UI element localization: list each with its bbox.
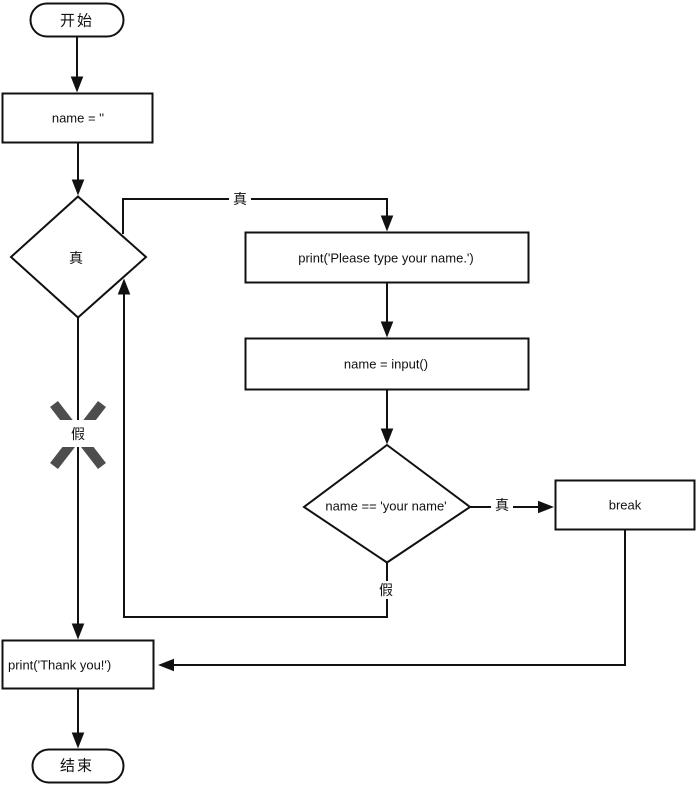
prompt-process-shape — [244, 231, 530, 284]
init-process-shape — [1, 92, 154, 144]
x-mark-label-backing — [57, 420, 99, 447]
end-terminal-label: 结束 — [59, 757, 95, 775]
input-process-label: name = input() — [343, 356, 429, 372]
init-process-label: name = '' — [51, 110, 105, 126]
line-break-x-mark — [50, 399, 106, 470]
arrowhead-cond-thanks — [71, 623, 85, 640]
thanks-process-label: print('Thank you!') — [8, 657, 112, 673]
thanks-process-shape — [1, 639, 155, 690]
edge-cond-true — [122, 198, 388, 234]
edge-break-thanks — [174, 530, 626, 666]
loop-condition-diamond-shape — [9, 195, 148, 319]
arrowhead-input-check — [380, 428, 394, 445]
end-terminal-shape — [31, 748, 125, 784]
input-process-shape — [244, 337, 530, 391]
check-diamond-shape — [302, 443, 472, 564]
prompt-process-label: print('Please type your name.') — [298, 250, 474, 266]
arrowhead-thanks-end — [71, 732, 85, 749]
arrowhead-check-break — [538, 500, 554, 514]
check-diamond-label: name == 'your name' — [325, 498, 447, 514]
break-process-shape — [554, 479, 696, 531]
loop-condition-label: 真 — [69, 250, 83, 266]
arrowhead-loopback-cond — [117, 278, 131, 295]
arrowhead-break-thanks — [158, 658, 174, 672]
arrowhead-init-cond — [71, 179, 85, 196]
edge-label-loop-false: 假 — [71, 426, 85, 442]
break-process-label: break — [608, 497, 642, 513]
arrowhead-cond-prompt — [380, 215, 394, 232]
arrowhead-prompt-input — [380, 321, 394, 338]
edge-label-loop-true: 真 — [229, 190, 251, 208]
arrowhead-start-init — [70, 76, 84, 93]
start-terminal-shape — [29, 2, 125, 38]
start-terminal-label: 开始 — [59, 12, 95, 30]
edge-label-check-true: 真 — [491, 496, 513, 514]
edge-label-check-false: 假 — [375, 581, 397, 599]
